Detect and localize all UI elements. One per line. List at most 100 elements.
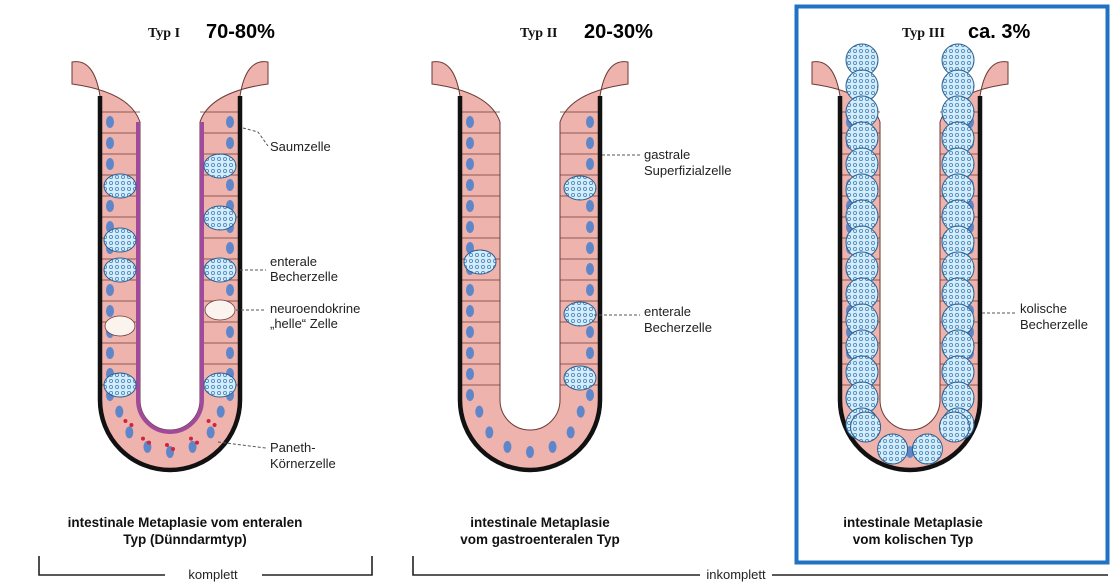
paneth-granule	[129, 423, 133, 427]
nucleus	[586, 137, 594, 149]
label-becherzelle-2: Becherzelle	[270, 269, 338, 284]
label-becherzelle-1: enterale	[270, 254, 317, 269]
goblet-cell	[104, 228, 136, 252]
panel2-percentage: 20-30%	[584, 21, 653, 43]
nucleus	[106, 137, 114, 149]
panel1-percentage: 70-80%	[206, 21, 275, 43]
leader-saumzelle	[243, 128, 268, 146]
nucleus	[207, 426, 215, 438]
panel2-labels: gastrale Superfizialzelle enterale Beche…	[594, 147, 731, 335]
paneth-granule	[189, 437, 193, 441]
label-gastrale-2: Superfizialzelle	[644, 163, 731, 178]
nucleus	[466, 326, 474, 338]
panel1-caption-1: intestinale Metaplasie vom enteralen	[68, 515, 303, 530]
brush-border	[138, 122, 202, 432]
nucleus	[586, 326, 594, 338]
nucleus	[586, 284, 594, 296]
nucleus	[466, 389, 474, 401]
nucleus	[466, 347, 474, 359]
panel3-percentage: ca. 3%	[968, 21, 1030, 43]
nucleus	[466, 158, 474, 170]
nucleus	[466, 200, 474, 212]
label-gastrale-1: gastrale	[644, 147, 690, 162]
colonic-goblet	[939, 412, 969, 442]
nucleus	[586, 347, 594, 359]
panel2-caption-2: vom gastroenteralen Typ	[460, 532, 620, 547]
paneth-granule	[213, 423, 217, 427]
nucleus	[586, 242, 594, 254]
goblet-cell	[464, 250, 496, 274]
nucleus	[226, 116, 234, 128]
goblet-cell	[204, 258, 236, 282]
nucleus	[226, 284, 234, 296]
panel2-caption-1: intestinale Metaplasie	[470, 515, 610, 530]
nucleus	[526, 446, 534, 458]
paneth-granule	[195, 441, 199, 445]
nucleus	[586, 116, 594, 128]
goblet-cell	[204, 154, 236, 178]
nucleus	[106, 158, 114, 170]
bracket-inkomplett-label: inkomplett	[706, 567, 766, 582]
panel1-typ: Typ I	[148, 26, 180, 41]
label-kolisch-1: kolische	[1020, 301, 1067, 316]
panel3-labels: kolische Becherzelle	[982, 301, 1088, 332]
goblet-cell	[564, 366, 596, 390]
colonic-goblet	[851, 412, 881, 442]
nucleus	[226, 179, 234, 191]
nucleus	[567, 426, 575, 438]
nucleus	[466, 221, 474, 233]
nucleus	[106, 305, 114, 317]
label-helle-zelle-1: neuroendokrine	[270, 301, 360, 316]
paneth-granule	[171, 447, 175, 451]
helle-zelle	[105, 316, 135, 336]
label-helle-zelle-2: „helle“ Zelle	[270, 316, 338, 331]
nucleus	[586, 200, 594, 212]
nucleus	[586, 221, 594, 233]
goblet-cell	[204, 206, 236, 230]
nucleus	[466, 137, 474, 149]
nucleus	[106, 284, 114, 296]
paneth-granule	[207, 419, 211, 423]
nucleus	[586, 158, 594, 170]
nucleus	[466, 179, 474, 191]
nucleus	[226, 137, 234, 149]
nucleus	[485, 426, 493, 438]
goblet-cell	[104, 373, 136, 397]
nucleus	[106, 116, 114, 128]
paneth-granule	[123, 419, 127, 423]
nucleus	[226, 326, 234, 338]
crypt-type1	[72, 62, 268, 470]
panel3-typ: Typ III	[902, 26, 945, 41]
goblet-cell	[104, 258, 136, 282]
crypt-type2	[432, 62, 628, 470]
bracket-komplett-label: komplett	[188, 567, 238, 582]
helle-zelle	[205, 300, 235, 320]
nucleus	[226, 242, 234, 254]
label-paneth-2: Körnerzelle	[270, 456, 336, 471]
nucleus	[115, 406, 123, 418]
nucleus	[549, 441, 557, 453]
label-becherzelle2-1: enterale	[644, 304, 691, 319]
label-saumzelle: Saumzelle	[270, 139, 331, 154]
paneth-granule	[165, 443, 169, 447]
nucleus	[466, 116, 474, 128]
goblet-cell	[204, 373, 236, 397]
panel3-caption-2: vom kolischen Typ	[853, 532, 974, 547]
bracket-inkomplett: inkomplett	[413, 556, 1108, 582]
goblet-cell	[104, 174, 136, 198]
panel2-typ: Typ II	[520, 26, 557, 41]
goblet-cell	[564, 176, 596, 200]
nucleus	[226, 347, 234, 359]
panel3-caption-1: intestinale Metaplasie	[843, 515, 983, 530]
nucleus	[106, 200, 114, 212]
label-paneth-1: Paneth-	[270, 440, 316, 455]
nucleus	[586, 263, 594, 275]
label-becherzelle2-2: Becherzelle	[644, 320, 712, 335]
paneth-granule	[141, 437, 145, 441]
nucleus	[217, 406, 225, 418]
nucleus	[475, 406, 483, 418]
nucleus	[466, 284, 474, 296]
label-kolisch-2: Becherzelle	[1020, 317, 1088, 332]
nucleus	[577, 406, 585, 418]
